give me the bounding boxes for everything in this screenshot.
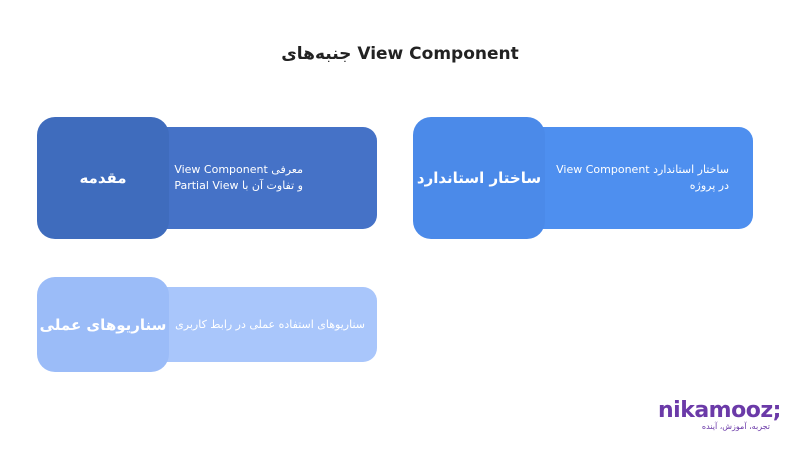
logo-tagline: تجربه، آموزش، آینده <box>701 422 770 431</box>
card-label-tab: ساختار استاندارد <box>413 117 545 239</box>
card-standard-structure: ساختار استاندارد View Component در پروژه… <box>413 117 753 239</box>
card-label: سناریوهای عملی <box>39 315 167 334</box>
card-description: ساختار استاندارد View Component در پروژه <box>556 163 729 192</box>
card-label: مقدمه <box>79 169 127 187</box>
card-label-tab: مقدمه <box>37 117 169 239</box>
card-practical-scenarios: سناریوهای استفاده عملی در رابط کاربری سن… <box>37 277 377 372</box>
logo-wordmark: nikamooz; <box>658 398 781 423</box>
card-label: ساختار استاندارد <box>416 169 542 187</box>
brand-logo: nikamooz; تجربه، آموزش، آینده <box>658 398 781 438</box>
card-description: معرفی View Component و تفاوت آن با Parti… <box>174 163 303 192</box>
card-introduction: معرفی View Component و تفاوت آن با Parti… <box>37 117 377 239</box>
card-description: سناریوهای استفاده عملی در رابط کاربری <box>175 317 365 331</box>
page-title: جنبه‌های View Component <box>281 44 519 64</box>
card-label-tab: سناریوهای عملی <box>37 277 169 372</box>
